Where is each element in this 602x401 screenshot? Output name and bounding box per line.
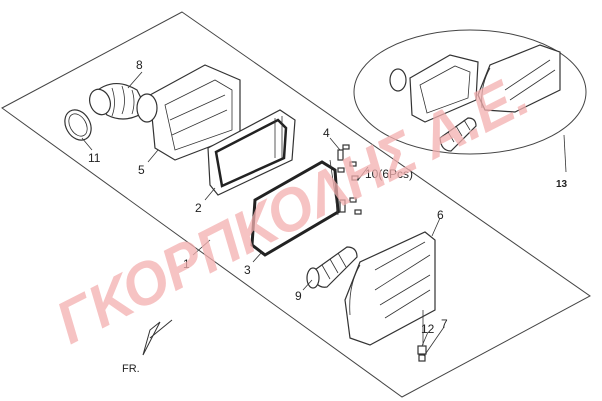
- label-6: 6: [437, 208, 444, 222]
- assembly-panel: [1, 11, 591, 398]
- label-5: 5: [138, 163, 145, 177]
- bolts-part-10: [337, 144, 362, 215]
- label-7: 7: [441, 317, 448, 331]
- label-9: 9: [295, 289, 302, 303]
- label-1: 1: [183, 257, 190, 271]
- front-direction-arrow-icon: [142, 319, 173, 356]
- label-13: 13: [556, 179, 568, 190]
- label-3: 3: [244, 263, 251, 277]
- inset-case: [389, 54, 479, 123]
- inset-duct: [439, 117, 477, 152]
- filter-element-part-2: [207, 109, 296, 196]
- leader-lines: [81, 71, 445, 357]
- front-label: FR.: [122, 363, 140, 375]
- inset-cover: [477, 44, 561, 113]
- duct-part-9: [306, 246, 358, 289]
- label-2: 2: [195, 201, 202, 215]
- cover-part-6: [344, 231, 436, 362]
- case-part-5: [136, 64, 241, 161]
- label-8: 8: [136, 58, 143, 72]
- label-10: 10(6Pcs): [365, 167, 413, 181]
- label-12: 12: [421, 322, 435, 336]
- gasket-part-3: [250, 159, 340, 257]
- clamp-part-11: [64, 109, 92, 141]
- label-4: 4: [323, 126, 330, 140]
- label-11: 11: [88, 151, 101, 165]
- assembly-inset: [353, 29, 587, 155]
- leader-13: [563, 134, 567, 173]
- hose-part-8: [89, 83, 148, 120]
